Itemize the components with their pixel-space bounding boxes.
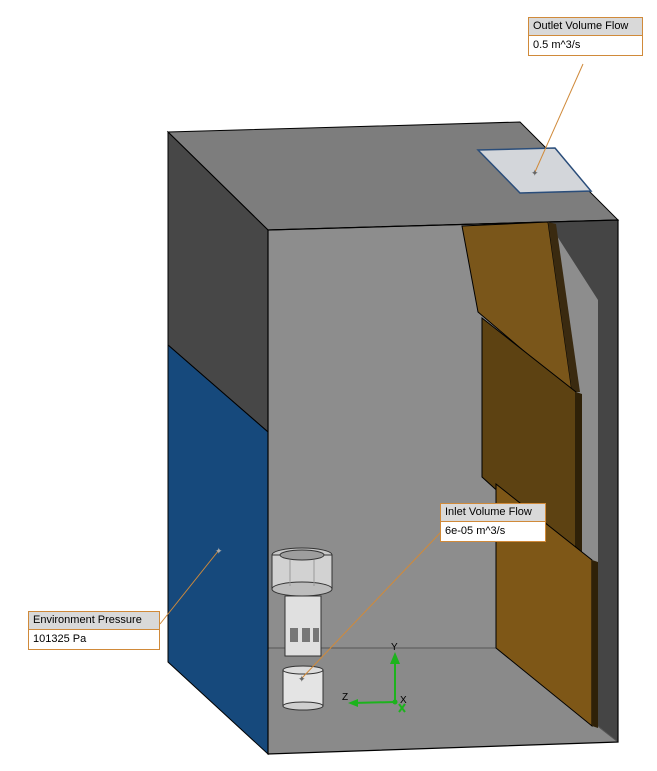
coordinate-triad: Y Z X [342,642,407,713]
y-axis-arrow [390,652,400,664]
inlet-volume-flow-title: Inlet Volume Flow [441,504,545,522]
outlet-anchor-marker: ✦ [531,169,539,179]
baffle-panel-lower-edge [592,560,598,728]
triad-z-label: Z [342,692,348,703]
inlet-volume-flow-callout[interactable]: Inlet Volume Flow 6e-05 m^3/s [440,503,546,542]
environment-anchor-marker: ✦ [215,547,223,557]
z-axis-line [351,701,396,704]
inlet-nozzle[interactable] [271,547,333,711]
outlet-volume-flow-title: Outlet Volume Flow [529,18,642,36]
triad-y-label: Y [391,642,398,653]
environment-pressure-value: 101325 Pa [33,633,87,645]
environment-pressure-callout[interactable]: Environment Pressure 101325 Pa [28,611,160,650]
environment-leader-line [159,549,220,625]
triad-x-label: X [400,695,407,706]
outlet-volume-flow-value: 0.5 m^3/s [533,39,581,51]
inlet-volume-flow-value: 6e-05 m^3/s [445,525,506,537]
z-axis-arrow [348,699,358,707]
environment-pressure-title: Environment Pressure [29,612,159,630]
outlet-volume-flow-callout[interactable]: Outlet Volume Flow 0.5 m^3/s [528,17,643,56]
baffle-panel-middle-edge [576,392,582,562]
inlet-leader-line [301,531,442,679]
outlet-leader-line [534,63,584,173]
baffle-panel-upper-edge [548,222,580,392]
enclosure-right-inner-wall[interactable] [548,220,618,742]
inlet-anchor-marker: ✦ [298,675,306,685]
outlet-opening[interactable] [476,147,593,194]
